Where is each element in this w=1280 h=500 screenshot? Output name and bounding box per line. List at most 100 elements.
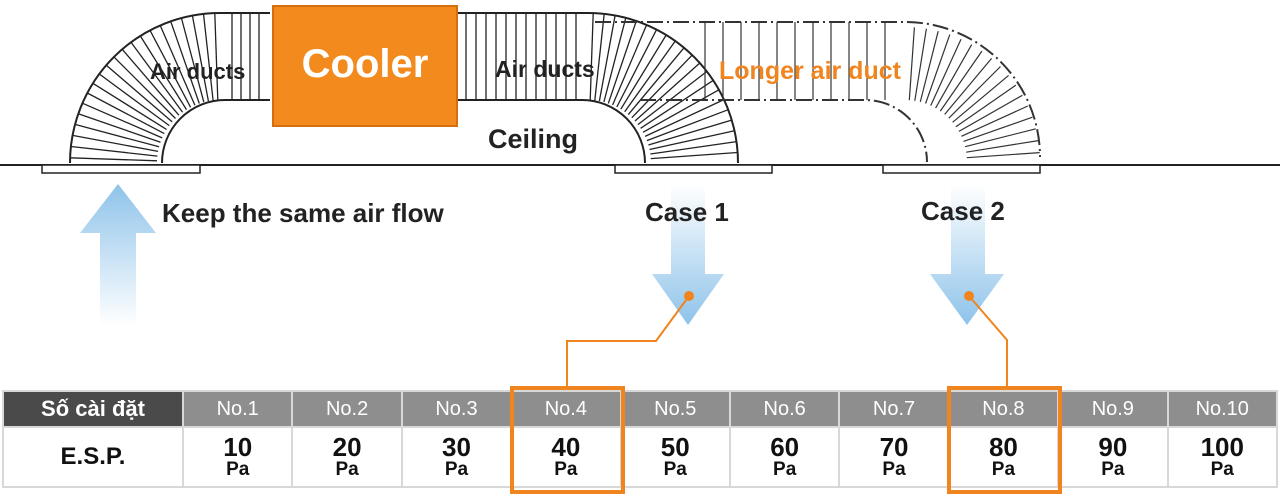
duct-rib — [191, 15, 210, 102]
longer-duct — [595, 21, 1041, 163]
duct-rib — [86, 92, 165, 135]
setting-no: No.5 — [619, 390, 731, 428]
duct-rib — [603, 17, 627, 103]
duct-rib — [640, 79, 714, 129]
duct-rib — [180, 17, 205, 103]
setting-no: No.1 — [181, 390, 294, 428]
case1-leader-line — [566, 295, 690, 388]
longer-air-duct-label: Longer air duct — [719, 57, 901, 85]
duct-rib — [113, 56, 176, 119]
setting-no: No.2 — [291, 390, 403, 428]
duct-rib — [644, 99, 725, 137]
duct-rib — [966, 140, 1039, 153]
duct-rib — [82, 102, 163, 139]
duct-rib — [159, 25, 196, 106]
upward-airflow-arrow — [80, 184, 156, 326]
case2-leader-dot — [964, 291, 974, 301]
duct-rib — [92, 82, 167, 131]
esp-unit: Pa — [554, 459, 578, 480]
duct-rib — [637, 70, 708, 126]
setting-no: No.3 — [400, 390, 513, 428]
esp-unit: Pa — [773, 459, 797, 480]
esp-unit: Pa — [226, 459, 250, 480]
duct-rib — [634, 62, 701, 122]
duct-rib — [72, 134, 159, 153]
duct-rib — [939, 50, 983, 112]
duct-rib — [624, 40, 676, 113]
duct-rib — [908, 27, 915, 101]
esp-value: 40 — [551, 432, 581, 462]
duct-rib — [648, 119, 732, 146]
duct-rib — [170, 21, 200, 104]
duct-rib — [620, 34, 667, 110]
cooler-unit: Cooler — [272, 5, 458, 127]
duct-rib — [139, 35, 188, 110]
duct-rib — [919, 31, 939, 103]
setting-no: No.7 — [838, 390, 950, 428]
setting-no: No.4 — [510, 390, 622, 428]
duct-rib — [98, 73, 170, 127]
duct-rib — [616, 29, 658, 108]
esp-unit: Pa — [663, 459, 687, 480]
esp-unit: Pa — [991, 459, 1016, 480]
setting-no: No.6 — [728, 390, 841, 428]
left-duct — [69, 12, 270, 164]
cooler-label: Cooler — [301, 41, 429, 86]
setting-no: No.10 — [1166, 390, 1279, 428]
duct-rib — [121, 48, 180, 116]
esp-value: 60 — [770, 432, 800, 462]
air-ducts-right-label: Air ducts — [495, 56, 595, 82]
duct-rib — [105, 64, 173, 123]
setting-no: No.9 — [1057, 390, 1169, 428]
duct-rib — [650, 151, 738, 160]
esp-value: 50 — [660, 432, 690, 462]
keep-air-flow-label: Keep the same air flow — [162, 198, 444, 228]
air-ducts-left-label: Air ducts — [150, 59, 246, 84]
esp-value: 90 — [1098, 432, 1128, 462]
esp-value: 70 — [879, 432, 909, 462]
duct-rib — [130, 41, 184, 113]
duct-rib — [214, 13, 219, 101]
duct-rib — [627, 47, 685, 116]
duct-rib — [935, 44, 973, 109]
grille-case1 — [614, 164, 773, 174]
duct-rib — [925, 34, 951, 104]
duct-rib — [70, 157, 158, 162]
duct-rib — [642, 89, 720, 133]
esp-value: 20 — [332, 432, 362, 462]
duct-rib — [594, 13, 605, 101]
esp-unit: Pa — [444, 459, 469, 480]
esp-unit: Pa — [1101, 459, 1125, 480]
case1-leader-dot — [684, 291, 694, 301]
grille-left — [41, 164, 201, 174]
duct-rib — [598, 15, 616, 102]
case2-leader-line — [968, 295, 1008, 388]
setting-number-row: Số cài đặt No.1 No.2 No.3 No.4 No.5 No.6… — [2, 390, 1279, 428]
duct-rib — [589, 13, 594, 101]
esp-unit: Pa — [882, 459, 906, 480]
grille-case2 — [882, 164, 1041, 174]
case2-label: Case 2 — [921, 196, 1005, 226]
duct-rib — [944, 58, 993, 115]
esp-value: 10 — [223, 432, 253, 462]
duct-rib — [202, 13, 214, 101]
duct-rib — [952, 74, 1009, 123]
duct-rib — [74, 123, 160, 148]
esp-unit: Pa — [1210, 459, 1234, 480]
duct-rib — [646, 109, 729, 142]
duct-rib — [149, 29, 192, 108]
duct-rib — [961, 105, 1029, 137]
duct-rib — [649, 130, 735, 151]
duct-rib — [650, 140, 737, 155]
